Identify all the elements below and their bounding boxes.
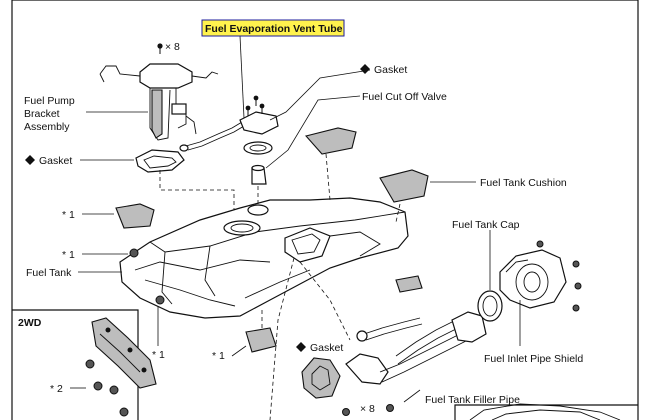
cushion-left-1 — [115, 203, 155, 229]
guide-line-cushion-right — [395, 203, 401, 223]
label-bolt-count-bottom: × 8 — [360, 403, 375, 415]
fuel-tank-cap-part — [477, 290, 503, 322]
label-note-2: * 2 — [50, 383, 63, 395]
cushion-lower — [245, 327, 277, 353]
label-note-1-d: * 1 — [212, 350, 225, 362]
label-fuel-tank-filler-pipe: Fuel Tank Filler Pipe — [425, 394, 520, 406]
heat-insulator-part — [491, 409, 601, 420]
label-fuel-tank-cap: Fuel Tank Cap — [452, 219, 520, 231]
diagram-frame — [11, 0, 639, 420]
highlight-box — [201, 19, 345, 37]
bolt-icon — [129, 248, 165, 305]
bolt-icon — [157, 43, 163, 54]
gasket-left-part — [135, 149, 185, 173]
cushion-right — [379, 169, 429, 203]
label-fuel-cut-off-valve: Fuel Cut Off Valve — [362, 91, 447, 103]
label-fuel-tank: Fuel Tank — [26, 267, 72, 279]
label-bolt-count-top: × 8 — [165, 41, 180, 53]
cushion-top — [304, 127, 357, 155]
fuel-tank-filler-pipe-part — [342, 311, 487, 416]
leader-lines — [70, 35, 521, 403]
guide-line-filler — [269, 257, 295, 420]
label-note-1-a: * 1 — [62, 209, 75, 221]
label-fuel-inlet-pipe-shield: Fuel Inlet Pipe Shield — [484, 353, 583, 365]
fuel-cut-off-valve-part — [239, 95, 279, 185]
protector-plate-2wd — [85, 317, 157, 417]
guide-line-filler-2 — [299, 261, 351, 341]
label-fuel-pump-line1: Fuel Pump — [24, 95, 75, 107]
label-note-1-b: * 1 — [62, 249, 75, 261]
label-fuel-pump-line2: Bracket — [24, 108, 60, 120]
gasket-bottom-part — [301, 357, 341, 399]
diamond-icon — [296, 342, 306, 352]
label-model-2wd: 2WD — [18, 317, 42, 329]
guide-line-pump — [159, 170, 235, 210]
diamond-icon — [25, 155, 35, 165]
guide-line-cushion-top — [325, 153, 331, 201]
label-gasket-left: Gasket — [39, 155, 72, 167]
label-fuel-pump-line3: Assembly — [24, 121, 70, 133]
fuel-pump-bracket-assembly — [99, 63, 219, 141]
label-fuel-tank-cushion: Fuel Tank Cushion — [480, 177, 567, 189]
label-gasket-top: Gasket — [374, 64, 407, 76]
fuel-tank — [119, 197, 409, 319]
label-fuel-evaporation-vent-tube: Fuel Evaporation Vent Tube — [205, 23, 343, 35]
inset-bottom-frame — [454, 404, 638, 420]
cushion-small-right — [395, 275, 423, 293]
fuel-evaporation-vent-tube-part — [179, 121, 245, 152]
heat-insulator-part — [469, 403, 621, 420]
fuel-inlet-pipe-shield-part — [499, 240, 582, 312]
diamond-icon — [360, 64, 370, 74]
label-note-1-c: * 1 — [152, 349, 165, 361]
label-gasket-bottom: Gasket — [310, 342, 343, 354]
